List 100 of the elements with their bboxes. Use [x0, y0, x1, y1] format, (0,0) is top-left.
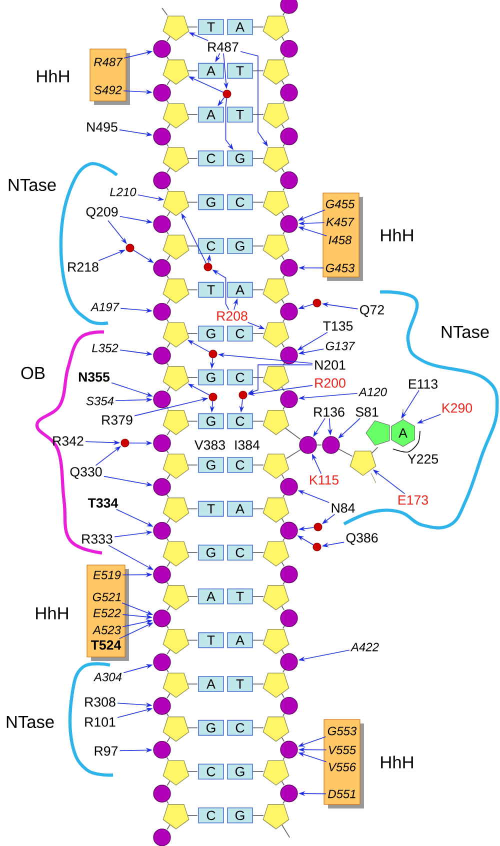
residue-label: V556: [329, 762, 356, 772]
base-box: G: [198, 194, 224, 210]
water-dot: [312, 542, 322, 552]
residue-label: N495: [87, 122, 118, 132]
backbone-line: [166, 100, 169, 104]
backbone-line: [187, 596, 198, 597]
residue-label: L210: [110, 188, 136, 196]
residue-label: R333: [82, 534, 112, 544]
backbone-line: [252, 114, 264, 115]
backbone-line: [281, 606, 285, 610]
base-box: C: [227, 326, 253, 342]
backbone-line: [281, 36, 285, 42]
base-box: A: [227, 632, 253, 648]
phosphate-sphere: [280, 258, 298, 277]
sugar-pentagon: [262, 190, 290, 216]
phosphate-sphere: [153, 40, 171, 58]
phosphate-sphere: [280, 478, 298, 496]
backbone-line: [166, 56, 169, 60]
residue-label: Q330: [70, 467, 102, 479]
domain-label: OB: [21, 366, 45, 380]
phosphate-sphere: [153, 522, 171, 540]
base-box: C: [198, 808, 224, 824]
phosphate-sphere: [153, 128, 171, 146]
backbone-line: [281, 124, 285, 129]
backbone-line: [166, 713, 169, 716]
backbone-line: [166, 36, 170, 42]
phosphate-sphere: [153, 215, 171, 234]
residue-label: V383: [194, 440, 225, 450]
backbone-line: [166, 342, 170, 348]
residue-label: A120: [358, 388, 387, 396]
base-box: T: [198, 19, 224, 35]
residue-label: Q209: [86, 207, 118, 219]
backbone-line: [166, 649, 170, 655]
sugar-pentagon: [162, 672, 190, 698]
backbone-line: [166, 168, 170, 173]
backbone-line: [166, 562, 170, 567]
base-box: A: [198, 588, 224, 604]
phosphate-sphere: [280, 128, 298, 146]
residue-label: T524: [90, 640, 122, 650]
backbone-line: [166, 625, 169, 629]
motif-box: [322, 192, 363, 281]
base-box: T: [227, 106, 253, 122]
backbone-line: [316, 444, 322, 446]
residue-label: Y225: [408, 454, 438, 464]
backbone-line: [282, 625, 285, 629]
backbone-line: [166, 124, 170, 129]
phosphate-sphere: [280, 740, 298, 758]
base-box: C: [198, 764, 224, 780]
backbone-line: [285, 428, 301, 440]
backbone-line: [166, 538, 169, 542]
backbone-line: [252, 464, 264, 466]
backbone-line: [187, 158, 198, 159]
backbone-line: [166, 474, 170, 480]
backbone-line: [282, 494, 285, 498]
backbone-line: [166, 450, 169, 454]
phosphate-sphere: [280, 609, 298, 628]
sugar-pentagon: [162, 16, 190, 41]
motif-box: [90, 48, 130, 105]
backbone-line: [166, 187, 169, 191]
backbone-line: [166, 255, 170, 260]
backbone-line: [281, 780, 285, 786]
domain-label: NTase: [8, 178, 56, 192]
phosphate-sphere: [280, 171, 298, 190]
base-box: G: [227, 150, 253, 166]
base-box: G: [198, 457, 224, 473]
backbone-line: [187, 464, 198, 466]
backbone-line: [166, 669, 169, 673]
backbone-line: [281, 650, 285, 654]
backbone-line: [187, 202, 198, 203]
backbone-line: [281, 474, 285, 480]
domain-label: NTase: [6, 716, 54, 728]
backbone-line: [252, 508, 264, 510]
backbone-line: [166, 824, 170, 830]
backbone-line: [252, 815, 264, 816]
residue-label: A304: [93, 672, 122, 682]
phosphate-sphere: [280, 784, 298, 802]
backbone-line: [187, 289, 198, 290]
backbone-line: [372, 446, 378, 454]
residue-label: V555: [329, 746, 356, 754]
backbone-line: [281, 342, 285, 348]
backbone-line: [187, 377, 198, 378]
backbone-line: [166, 430, 170, 436]
base-box: T: [227, 62, 253, 79]
backbone-line: [281, 386, 285, 392]
base-box: G: [198, 370, 224, 386]
base-box: G: [198, 413, 224, 430]
backbone-line: [252, 420, 264, 422]
backbone-line: [252, 202, 264, 203]
phosphate-sphere: [153, 346, 171, 364]
phosphate-sphere: [153, 828, 171, 846]
backbone-line: [166, 606, 170, 611]
backbone-line: [281, 80, 285, 85]
backbone-line: [281, 518, 285, 523]
backbone-line: [162, 8, 168, 16]
phosphate-sphere: [280, 215, 298, 233]
residue-label: Q72: [360, 305, 384, 317]
water-dot: [126, 244, 134, 252]
base-box: A: [198, 676, 224, 692]
backbone-line: [252, 333, 264, 334]
backbone-line: [252, 640, 264, 641]
